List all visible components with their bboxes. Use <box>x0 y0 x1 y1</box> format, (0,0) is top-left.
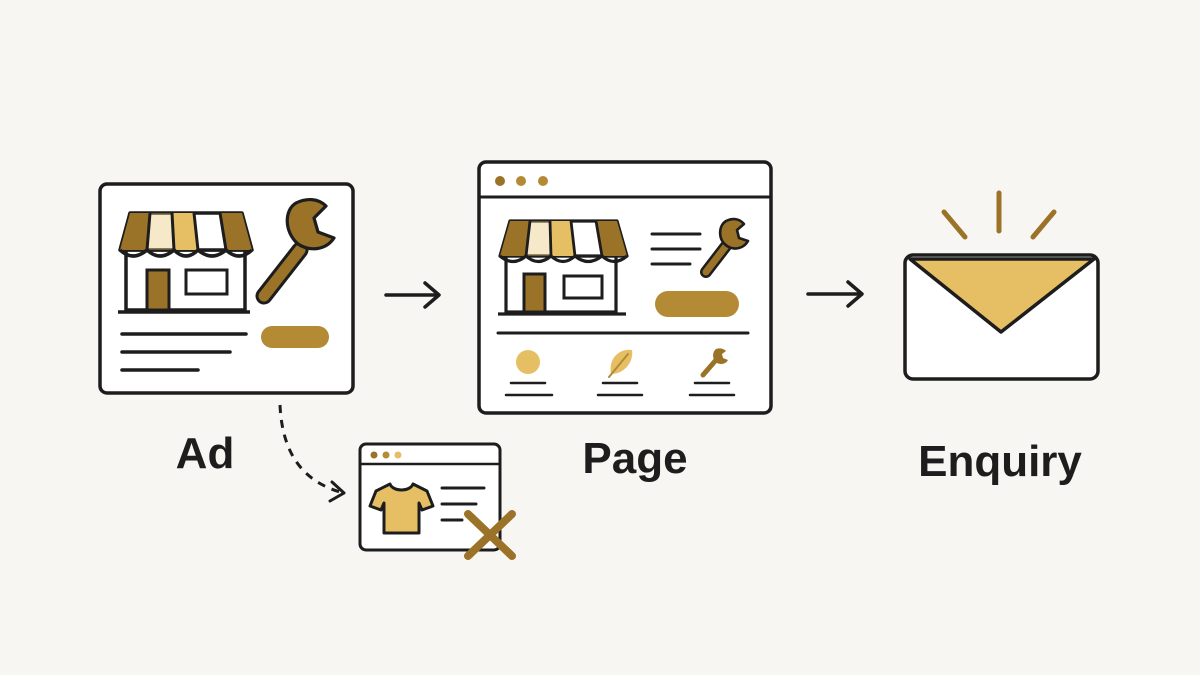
circle-icon <box>516 350 540 374</box>
enquiry-label: Enquiry <box>918 437 1082 486</box>
storefront-icon <box>118 211 254 314</box>
wrench-icon <box>700 217 750 278</box>
ad-card <box>98 182 355 395</box>
envelope-icon <box>903 253 1100 381</box>
leaf-icon <box>608 349 633 378</box>
cta-button-shape <box>655 291 739 317</box>
arrow-page-to-enquiry <box>806 280 864 308</box>
cta-button-shape <box>261 326 329 348</box>
mismatch-card <box>358 442 516 560</box>
wrench-icon <box>700 348 728 378</box>
t-shirt-icon <box>368 482 435 535</box>
dashed-arrow <box>278 404 346 503</box>
cross-icon <box>464 510 516 560</box>
burst-lines-icon <box>941 190 1057 240</box>
page-card <box>477 160 773 415</box>
wrench-icon <box>255 198 336 305</box>
arrow-ad-to-page <box>384 281 441 309</box>
ad-label: Ad <box>175 429 235 478</box>
page-label: Page <box>582 434 688 483</box>
storefront-icon <box>498 219 629 316</box>
